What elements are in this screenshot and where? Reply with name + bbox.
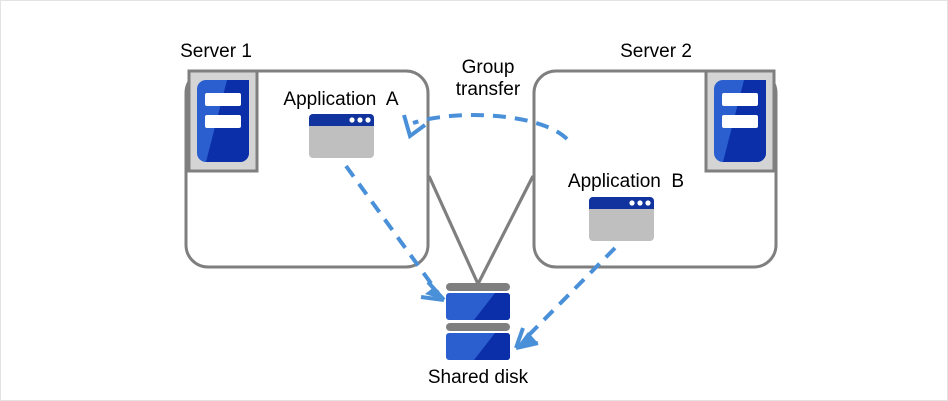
- application-b-label: Application B: [567, 171, 685, 192]
- server-icon-2: [704, 69, 776, 173]
- shared-disk-icon: [446, 283, 510, 360]
- server2-to-disk-line: [476, 175, 535, 285]
- server-2-label: Server 2: [620, 41, 692, 62]
- application-a-label: Application A: [283, 89, 399, 110]
- server1-to-disk-line: [427, 175, 480, 285]
- app-window-a-icon: [309, 114, 374, 158]
- server-1-label: Server 1: [180, 41, 252, 62]
- app-b-to-disk-arrow: [514, 246, 617, 350]
- disk-link-lines: [427, 175, 535, 285]
- app-a-to-disk-arrow: [344, 164, 446, 302]
- shared-disk-label: Shared disk: [427, 367, 529, 388]
- app-window-b-icon: [589, 197, 654, 241]
- server-icon-1: [187, 69, 259, 173]
- group-transfer-line-2: transfer: [455, 79, 521, 101]
- group-transfer-line-1: Group: [461, 57, 515, 78]
- group-transfer-arrow: [402, 113, 569, 141]
